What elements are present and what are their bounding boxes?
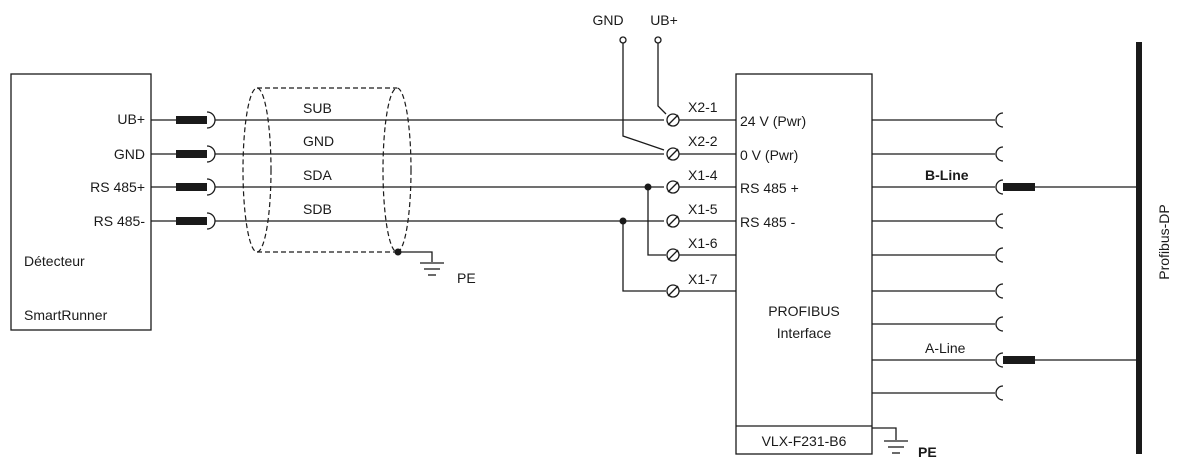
wire-label-sdb: SDB — [303, 201, 332, 217]
terminal-x1-4 — [666, 180, 736, 194]
plug-rs485-minus — [151, 212, 216, 230]
bus-name: Profibus-DP — [1156, 204, 1172, 279]
detector-box — [10, 73, 152, 331]
detector-pin-ub: UB+ — [117, 111, 145, 127]
signal-label-rs485-plus: RS 485 + — [740, 180, 799, 196]
gnd-supply-label: GND — [592, 12, 623, 28]
terminal-x1-5 — [666, 214, 736, 228]
detector-pin-gnd: GND — [114, 146, 145, 162]
output-4 — [872, 213, 1004, 229]
output-2 — [872, 146, 1004, 162]
terminal-x1-6 — [666, 248, 736, 262]
ub-supply-wire — [657, 43, 667, 115]
cable-wires: SUB GND SDA SDB — [215, 100, 664, 222]
interface-box — [735, 73, 873, 455]
detector-block: UB+ GND RS 485+ RS 485- Détecteur SmartR… — [10, 73, 152, 331]
terminal-label-x1-5: X1-5 — [688, 201, 718, 217]
detector-pin-rs485-minus: RS 485- — [94, 213, 146, 229]
ub-supply-label: UB+ — [650, 12, 678, 28]
detector-connectors — [151, 111, 216, 230]
terminal-x1-7 — [666, 284, 736, 298]
detector-name: Détecteur — [24, 253, 85, 269]
wire-label-sda: SDA — [303, 167, 332, 183]
terminal-label-x2-1: X2-1 — [688, 99, 718, 115]
output-7 — [872, 316, 1004, 332]
wire-label-gnd: GND — [303, 133, 334, 149]
cable-shield: PE — [242, 87, 476, 286]
output-9 — [872, 385, 1004, 401]
terminal-x2-2 — [666, 147, 736, 161]
profibus-bus: Profibus-DP — [1136, 42, 1172, 454]
gnd-supply-wire — [622, 43, 665, 151]
plug-ub — [151, 111, 216, 129]
profibus-interface-block: 24 V (Pwr) 0 V (Pwr) RS 485 + RS 485 - P… — [735, 73, 937, 459]
terminal-label-x2-2: X2-2 — [688, 133, 718, 149]
bus-bar — [1136, 42, 1142, 454]
output-b-line: B-Line — [872, 167, 1140, 195]
terminal-x2-1 — [666, 113, 736, 127]
plug-rs485-plus — [151, 178, 216, 196]
terminal-label-x1-7: X1-7 — [688, 271, 718, 287]
interface-pe-label: PE — [918, 444, 937, 459]
plug-gnd — [151, 145, 216, 163]
power-supply-terminals: GND UB+ — [592, 12, 678, 151]
signal-label-0v: 0 V (Pwr) — [740, 147, 798, 163]
wire-label-sub: SUB — [303, 100, 332, 116]
output-5 — [872, 247, 1004, 263]
ub-supply-terminal — [654, 36, 662, 44]
interface-model: VLX-F231-B6 — [762, 433, 847, 449]
shield-pe-label: PE — [457, 270, 476, 286]
output-1 — [872, 112, 1004, 128]
signal-label-rs485-minus: RS 485 - — [740, 214, 796, 230]
detector-model: SmartRunner — [24, 307, 108, 323]
output-6 — [872, 283, 1004, 299]
terminal-label-x1-4: X1-4 — [688, 167, 718, 183]
b-line-label: B-Line — [925, 167, 969, 183]
interface-outputs: B-Line A-Line — [872, 112, 1140, 401]
signal-label-24v: 24 V (Pwr) — [740, 113, 806, 129]
interface-title: PROFIBUS — [768, 303, 840, 319]
gnd-supply-terminal — [619, 36, 627, 44]
interface-subtitle: Interface — [777, 325, 832, 341]
detector-pin-rs485-plus: RS 485+ — [90, 179, 145, 195]
output-a-line: A-Line — [872, 340, 1140, 368]
terminal-screws: X2-1 X2-2 X1-4 X1-5 X1-6 X1-7 — [666, 99, 736, 298]
terminal-bridges — [619, 183, 666, 292]
terminal-label-x1-6: X1-6 — [688, 235, 718, 251]
a-line-label: A-Line — [925, 340, 966, 356]
